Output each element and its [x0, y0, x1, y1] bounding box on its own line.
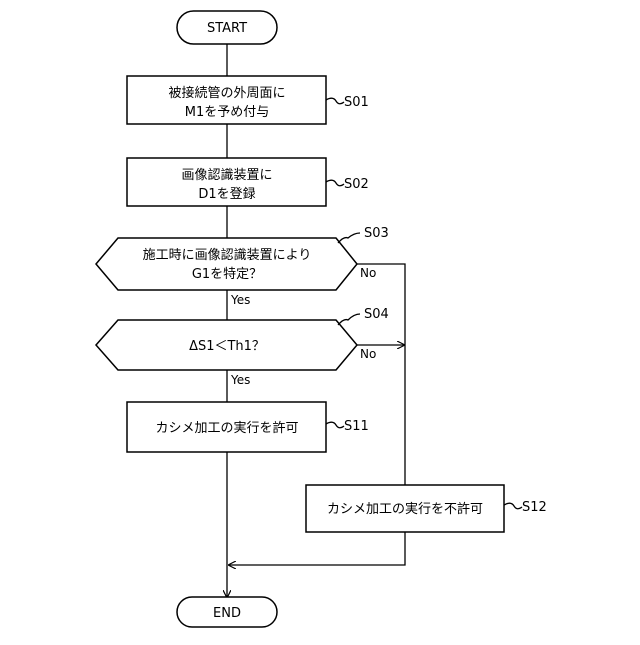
s03-line-1: 施工時に画像認識装置により — [143, 247, 312, 263]
s01-line-2: M1を予め付与 — [185, 105, 270, 120]
s03-no-label: No — [360, 266, 376, 280]
s11-line-1: カシメ加工の実行を許可 — [155, 420, 298, 436]
decision-s04: ΔS1＜Th1？ S04 No Yes — [96, 307, 389, 387]
s02-line-1: 画像認識装置に — [181, 167, 272, 183]
connector-s12-end — [229, 532, 405, 565]
process-s02: 画像認識装置に D1を登録 S02 — [127, 158, 369, 206]
s04-yes-label: Yes — [230, 373, 250, 387]
s12-leader — [504, 503, 522, 509]
s02-step-label: S02 — [344, 177, 369, 192]
s12-step-label: S12 — [522, 500, 547, 515]
end-label: END — [213, 606, 241, 621]
s12-line-1: カシメ加工の実行を不許可 — [327, 501, 483, 517]
s03-leader — [338, 233, 360, 243]
s03-hexagon — [96, 238, 357, 290]
end-terminal: END — [177, 597, 277, 627]
process-s11: カシメ加工の実行を許可 S11 — [127, 402, 369, 452]
process-s01: 被接続管の外周面に M1を予め付与 S01 — [127, 76, 369, 124]
s03-line-2: G1を特定？ — [192, 267, 262, 282]
s03-yes-label: Yes — [230, 293, 250, 307]
s02-line-2: D1を登録 — [198, 187, 255, 202]
start-label: START — [207, 21, 247, 36]
s03-step-label: S03 — [364, 226, 389, 241]
s04-line-1: ΔS1＜Th1？ — [189, 339, 265, 354]
process-s12: カシメ加工の実行を不許可 S12 — [306, 485, 547, 532]
s01-step-label: S01 — [344, 95, 369, 110]
decision-s03: 施工時に画像認識装置により G1を特定？ S03 No Yes — [96, 226, 389, 307]
connector-s03-no — [357, 264, 405, 485]
s11-leader — [326, 422, 344, 428]
s02-leader — [326, 180, 344, 186]
s04-leader — [338, 314, 360, 325]
start-terminal: START — [177, 11, 277, 44]
s01-leader — [326, 98, 344, 104]
s01-line-1: 被接続管の外周面に — [168, 85, 285, 101]
s11-step-label: S11 — [344, 419, 369, 434]
s04-no-label: No — [360, 347, 376, 361]
s04-step-label: S04 — [364, 307, 389, 322]
